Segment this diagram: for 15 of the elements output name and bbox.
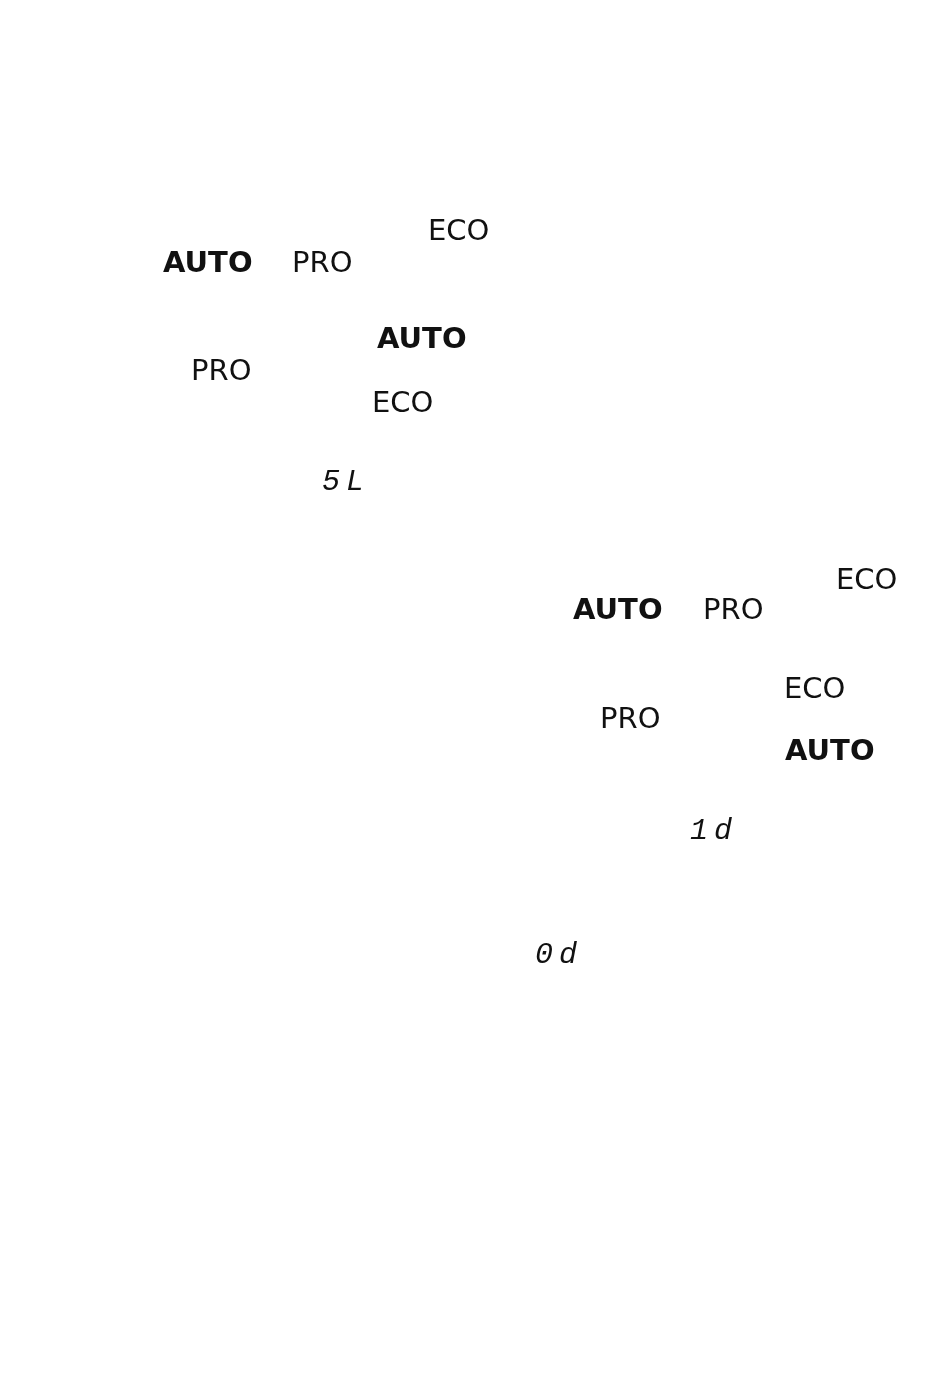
mode-label: ECO: [784, 674, 846, 703]
display-code: 0d: [535, 940, 583, 970]
mode-label: AUTO: [377, 324, 467, 353]
display-code: 1d: [690, 816, 738, 846]
mode-label: ECO: [428, 216, 490, 245]
mode-label: ECO: [836, 565, 898, 594]
mode-label: PRO: [191, 356, 252, 385]
mode-label: AUTO: [785, 736, 875, 765]
mode-label: AUTO: [573, 595, 663, 624]
mode-label: PRO: [703, 595, 764, 624]
mode-label: PRO: [292, 248, 353, 277]
mode-label: ECO: [372, 388, 434, 417]
mode-label: AUTO: [163, 248, 253, 277]
display-code: 5L: [322, 467, 370, 497]
mode-label: PRO: [600, 704, 661, 733]
